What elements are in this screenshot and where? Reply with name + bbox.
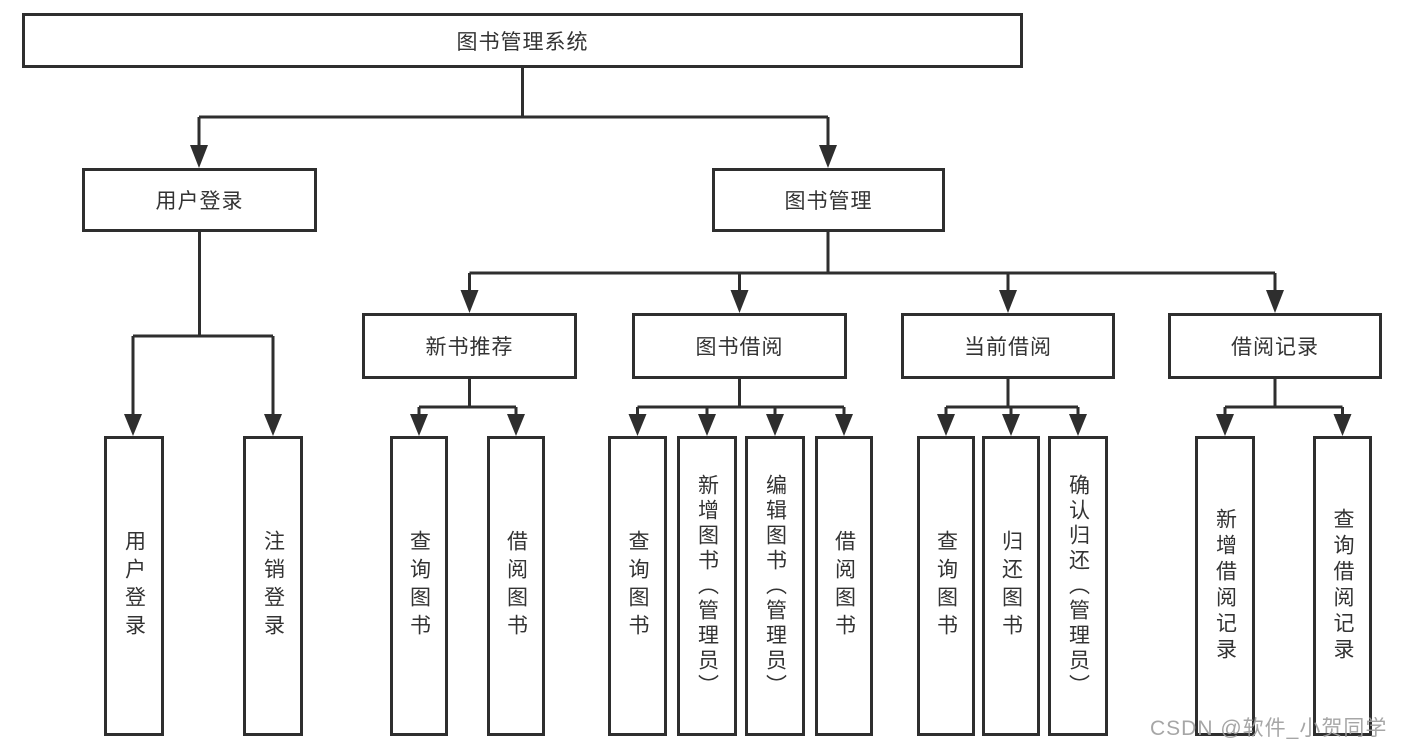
- csdn-watermark: CSDN @软件_小贺同学: [1150, 717, 1388, 740]
- node-label: 用户登录: [155, 190, 244, 213]
- leaf-query-borrow-record: 查询借阅记录: [1313, 436, 1372, 736]
- node-label: 新书推荐: [425, 336, 514, 359]
- leaf-logout: 注销登录: [243, 436, 303, 736]
- node-book-borrowing: 图书借阅: [632, 313, 847, 379]
- node-label: 当前借阅: [964, 336, 1052, 359]
- node-borrowing-records: 借阅记录: [1168, 313, 1382, 379]
- node-label: 图书借阅: [695, 336, 784, 359]
- node-book-management: 图书管理: [712, 168, 945, 232]
- leaf-query-books-2: 查询图书: [608, 436, 667, 736]
- leaf-user-login: 用户登录: [104, 436, 164, 736]
- node-new-book-recommendation: 新书推荐: [362, 313, 577, 379]
- leaf-return-books: 归还图书: [982, 436, 1040, 736]
- leaf-add-books-admin: 新增图书（管理员）: [677, 436, 737, 736]
- node-current-borrowing: 当前借阅: [901, 313, 1115, 379]
- node-user-login: 用户登录: [82, 168, 317, 232]
- node-library-management-system: 图书管理系统: [22, 13, 1023, 68]
- node-label: 图书管理系统: [456, 30, 589, 54]
- leaf-edit-books-admin: 编辑图书（管理员）: [745, 436, 805, 736]
- leaf-add-borrow-record: 新增借阅记录: [1195, 436, 1255, 736]
- leaf-borrow-books-2: 借阅图书: [815, 436, 873, 736]
- leaf-confirm-return-admin: 确认归还（管理员）: [1048, 436, 1108, 736]
- leaf-query-books-3: 查询图书: [917, 436, 975, 736]
- node-label: 图书管理: [784, 190, 873, 213]
- leaf-query-books-1: 查询图书: [390, 436, 448, 736]
- node-label: 借阅记录: [1231, 336, 1319, 359]
- leaf-borrow-books-1: 借阅图书: [487, 436, 545, 736]
